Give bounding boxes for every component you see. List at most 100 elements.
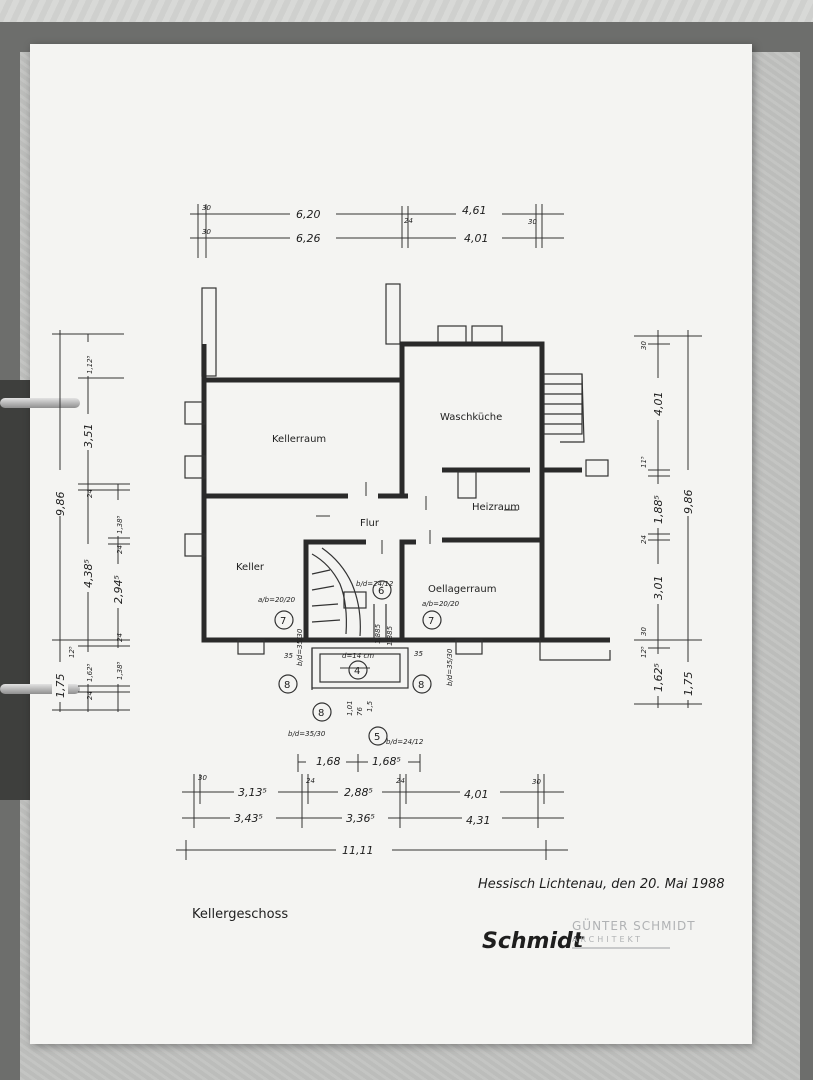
svg-text:7: 7 bbox=[280, 616, 286, 627]
svg-text:11,11: 11,11 bbox=[342, 844, 374, 857]
annotation-bd-right-vertical: b/d=35/30 bbox=[446, 648, 454, 686]
svg-text:4,01: 4,01 bbox=[464, 232, 489, 245]
annotation-stair-dim-1: 1,885 bbox=[374, 623, 382, 644]
circle-marker-8-bottom: 8 bbox=[312, 702, 332, 722]
signature: Schmidt bbox=[482, 929, 585, 954]
svg-text:2,94⁵: 2,94⁵ bbox=[112, 575, 125, 604]
interior-staircase bbox=[311, 547, 387, 638]
svg-text:11⁵: 11⁵ bbox=[640, 456, 648, 468]
external-stair bbox=[539, 373, 611, 661]
annotation-lower-val-2: 76 bbox=[356, 707, 364, 716]
svg-text:1,38⁵: 1,38⁵ bbox=[116, 661, 124, 680]
svg-text:1,12⁵: 1,12⁵ bbox=[86, 355, 94, 374]
circle-marker-8-left: 8 bbox=[278, 674, 298, 694]
svg-text:24: 24 bbox=[116, 633, 124, 642]
circle-marker-8-right: 8 bbox=[412, 674, 432, 694]
room-label-waschkueche: Waschküche bbox=[440, 412, 502, 423]
binder-ring-top bbox=[0, 398, 80, 408]
svg-text:GÜNTER SCHMIDT: GÜNTER SCHMIDT bbox=[572, 917, 696, 933]
place-date-text: Hessisch Lichtenau, den 20. Mai 1988 bbox=[478, 877, 725, 892]
svg-text:30: 30 bbox=[640, 627, 648, 636]
svg-text:1,38⁵: 1,38⁵ bbox=[116, 515, 124, 534]
svg-text:2,88⁵: 2,88⁵ bbox=[344, 786, 373, 799]
circle-marker-5: 5 bbox=[368, 726, 388, 746]
svg-text:9,86: 9,86 bbox=[54, 492, 67, 517]
circle-marker-6: 6 bbox=[372, 580, 392, 600]
left-dimensions: 9,86 1,75 1,12⁵ 3,51 24 4,38⁵ 1,62⁵ 24 1… bbox=[52, 330, 130, 712]
svg-text:1,88⁵: 1,88⁵ bbox=[652, 495, 665, 524]
svg-text:6,26: 6,26 bbox=[296, 232, 321, 245]
svg-text:30: 30 bbox=[528, 218, 537, 226]
annotation-ab-left: a/b=20/20 bbox=[258, 596, 296, 604]
svg-text:24: 24 bbox=[404, 217, 413, 225]
entrance-vestibule bbox=[311, 647, 409, 690]
circle-marker-4: 4 bbox=[348, 660, 368, 680]
svg-text:1,75: 1,75 bbox=[682, 672, 695, 697]
svg-text:4,38⁵: 4,38⁵ bbox=[82, 559, 95, 588]
svg-text:1,68⁵: 1,68⁵ bbox=[372, 755, 401, 768]
svg-text:24: 24 bbox=[306, 777, 315, 785]
circle-marker-7-left: 7 bbox=[274, 610, 294, 630]
svg-text:8: 8 bbox=[284, 680, 290, 691]
svg-text:6,20: 6,20 bbox=[296, 208, 321, 221]
svg-text:8: 8 bbox=[418, 680, 424, 691]
right-dimensions: 30 4,01 11⁵ 1,88⁵ 24 3,01 30 12⁵ 1,62⁵ 9… bbox=[634, 330, 702, 708]
boiler-symbol bbox=[457, 471, 477, 499]
svg-text:1,68: 1,68 bbox=[316, 755, 341, 768]
architect-stamp: GÜNTER SCHMIDT ARCHITEKT bbox=[572, 917, 696, 949]
annotation-ab-right: a/b=20/20 bbox=[422, 600, 460, 608]
svg-text:4,01: 4,01 bbox=[652, 392, 665, 417]
annotation-lower-val-3: 1,5 bbox=[366, 700, 374, 712]
svg-text:1,62⁵: 1,62⁵ bbox=[86, 663, 94, 682]
svg-text:4,61: 4,61 bbox=[462, 204, 487, 217]
svg-text:4,01: 4,01 bbox=[464, 788, 489, 801]
svg-text:3,36⁵: 3,36⁵ bbox=[346, 812, 375, 825]
annotation-bd-bottom-right: b/d=24/12 bbox=[386, 738, 424, 746]
annotation-stair-dim-2: 1,885 bbox=[386, 625, 394, 646]
svg-text:3,51: 3,51 bbox=[82, 424, 95, 449]
room-label-oellagerraum: Oellagerraum bbox=[428, 584, 496, 595]
annotation-stair-note: d=14 cm bbox=[342, 652, 374, 660]
svg-text:5: 5 bbox=[374, 732, 380, 743]
svg-text:1,75: 1,75 bbox=[54, 674, 67, 699]
svg-text:24: 24 bbox=[640, 535, 648, 544]
svg-text:8: 8 bbox=[318, 708, 324, 719]
svg-text:24: 24 bbox=[396, 777, 405, 785]
svg-text:30: 30 bbox=[198, 774, 207, 782]
svg-text:4: 4 bbox=[354, 666, 360, 677]
windows bbox=[184, 401, 483, 655]
annotation-35-left: 35 bbox=[284, 652, 293, 660]
svg-text:24: 24 bbox=[116, 545, 124, 554]
room-label-heizraum: Heizraum bbox=[472, 502, 520, 513]
room-label-kellerraum: Kellerraum bbox=[272, 434, 326, 445]
svg-text:12⁵: 12⁵ bbox=[68, 646, 76, 658]
circle-marker-7-right: 7 bbox=[422, 610, 442, 630]
annotation-35-right: 35 bbox=[414, 650, 423, 658]
svg-text:4,31: 4,31 bbox=[466, 814, 491, 827]
svg-text:24: 24 bbox=[86, 691, 94, 700]
svg-text:3,01: 3,01 bbox=[652, 576, 665, 601]
bottom-dimensions: 1,68 1,68⁵ 30 3,13⁵ 24 2,88⁵ bbox=[176, 754, 568, 860]
svg-text:1,62⁵: 1,62⁵ bbox=[652, 663, 665, 692]
room-label-keller: Keller bbox=[236, 562, 265, 573]
svg-text:6: 6 bbox=[378, 586, 384, 597]
svg-text:30: 30 bbox=[640, 341, 648, 350]
annotation-bd-left-vertical: b/d=35/30 bbox=[296, 628, 304, 666]
annotation-bd-bottom-left: b/d=35/30 bbox=[288, 730, 326, 738]
door-marks bbox=[316, 482, 518, 554]
svg-text:7: 7 bbox=[428, 616, 434, 627]
svg-text:3,43⁵: 3,43⁵ bbox=[234, 812, 263, 825]
svg-text:12⁵: 12⁵ bbox=[640, 646, 648, 658]
binder-ring-bottom bbox=[0, 684, 80, 694]
svg-text:30: 30 bbox=[532, 778, 541, 786]
svg-text:30: 30 bbox=[202, 204, 211, 212]
floor-plan-drawing: Kellerraum Waschküche Heizraum Flur Kell… bbox=[52, 204, 725, 954]
chimneys bbox=[201, 283, 503, 377]
top-dimensions: 30 6,20 24 4,61 30 30 6,26 4,01 bbox=[190, 204, 564, 258]
svg-text:30: 30 bbox=[202, 228, 211, 236]
svg-text:24: 24 bbox=[86, 489, 94, 498]
svg-text:ARCHITEKT: ARCHITEKT bbox=[572, 935, 643, 944]
svg-text:9,86: 9,86 bbox=[682, 490, 695, 515]
svg-text:3,13⁵: 3,13⁵ bbox=[238, 786, 267, 799]
